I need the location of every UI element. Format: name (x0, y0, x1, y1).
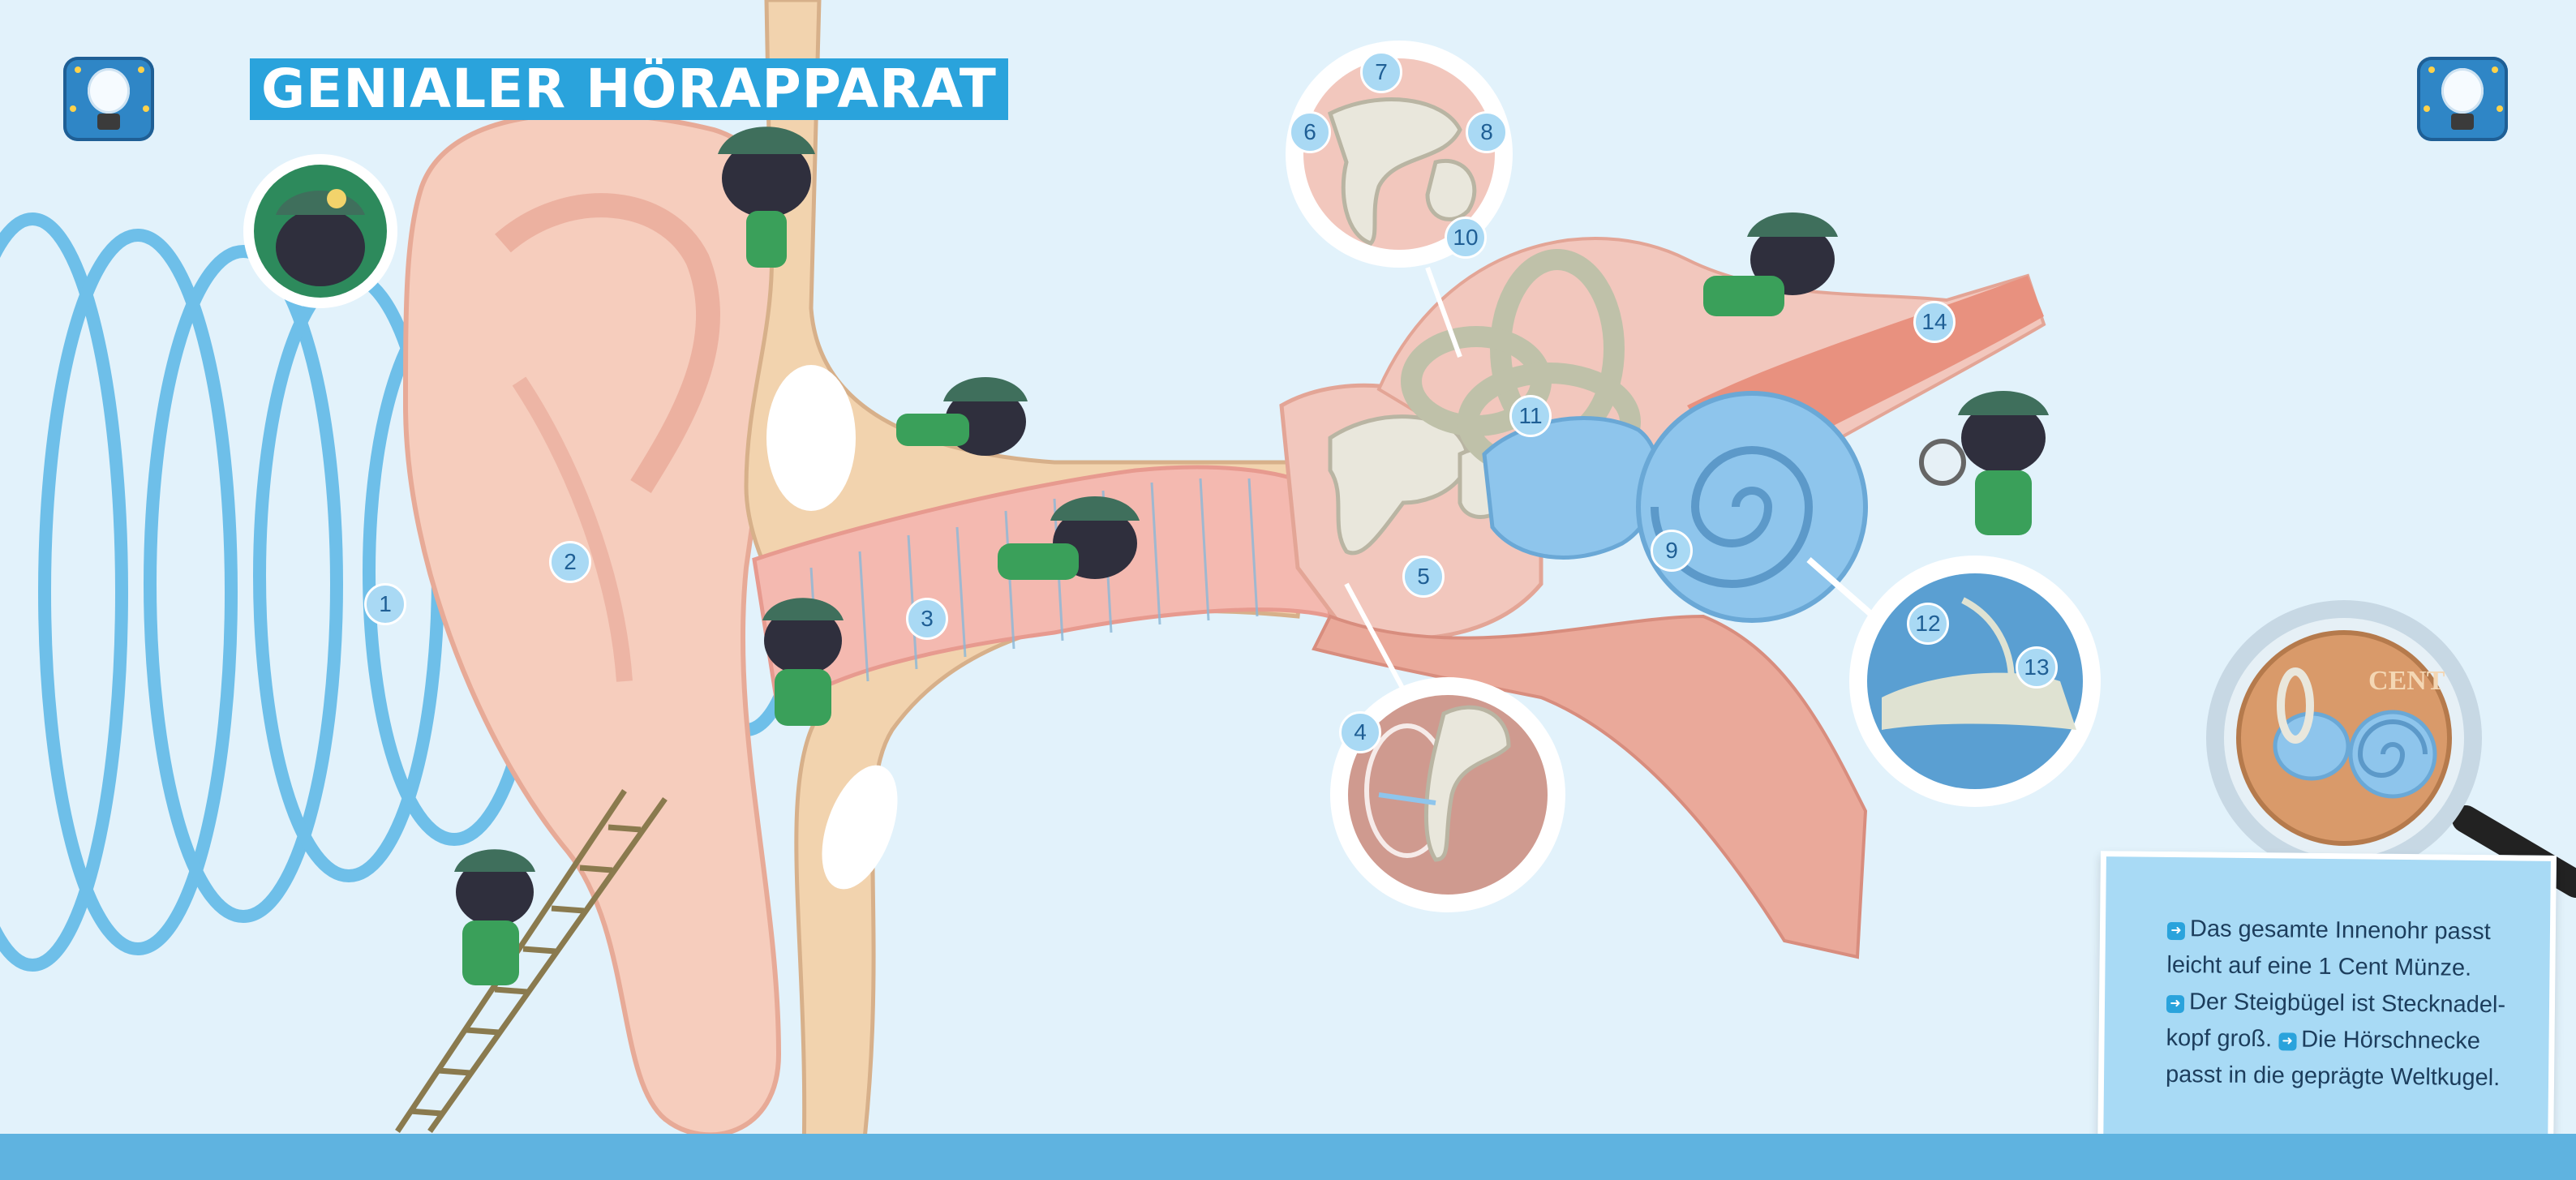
marker-9: 9 (1651, 530, 1693, 572)
magnifier-coin: CENT (2206, 600, 2576, 884)
arrow-right-icon: ➜ (2166, 995, 2184, 1013)
marker-7: 7 (1360, 51, 1402, 93)
marker-14: 14 (1913, 301, 1956, 343)
marker-5: 5 (1402, 556, 1445, 598)
coin-text: CENT (2368, 666, 2445, 696)
lightbulb-icon (63, 57, 154, 141)
marker-12: 12 (1907, 603, 1949, 645)
marker-13: 13 (2016, 646, 2058, 689)
marker-6: 6 (1289, 111, 1331, 153)
marker-2: 2 (549, 541, 591, 583)
marker-1: 1 (364, 583, 406, 625)
marker-3: 3 (906, 598, 948, 640)
outer-ear (406, 114, 787, 1135)
arrow-right-icon: ➜ (2278, 1032, 2296, 1050)
lightbulb-icon (2417, 57, 2508, 141)
vestibule (1484, 418, 1659, 558)
marker-11: 11 (1509, 395, 1552, 437)
cochlea (1638, 393, 1865, 620)
info-box: ➜Das gesamte Innenohr passt leicht auf e… (2097, 851, 2557, 1161)
page-title: GENIALER HÖRAPPARAT (250, 58, 1008, 120)
marker-10: 10 (1445, 217, 1487, 259)
detail-circle-cochlea-section (1849, 556, 2101, 807)
fact-1: Das gesamte Innenohr passt leicht auf ei… (2166, 916, 2491, 981)
bottom-bar (0, 1134, 2576, 1180)
marker-8: 8 (1466, 111, 1508, 153)
info-text: ➜Das gesamte Innenohr passt leicht auf e… (2166, 911, 2516, 1096)
arrow-right-icon: ➜ (2167, 922, 2185, 940)
marker-4: 4 (1339, 711, 1381, 753)
